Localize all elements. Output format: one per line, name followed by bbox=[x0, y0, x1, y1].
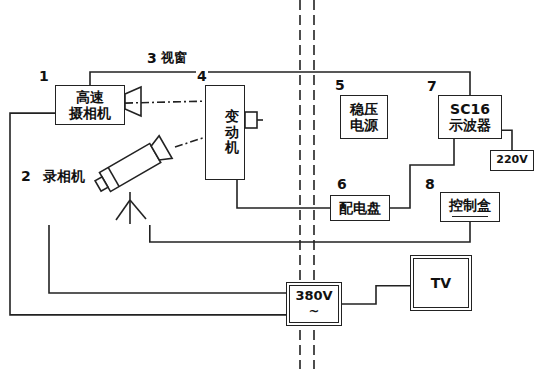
tv-box: TV bbox=[410, 255, 472, 311]
wire bbox=[342, 286, 410, 304]
node-text: 220V bbox=[496, 154, 527, 167]
node-text: TV bbox=[431, 275, 451, 291]
node-text: 高速 摄相机 bbox=[67, 89, 113, 121]
callout-number: 6 bbox=[336, 176, 348, 192]
camera-box: 高速 摄相机 bbox=[55, 85, 125, 125]
wire bbox=[90, 72, 470, 95]
power-supply-box: 稳压 电源 bbox=[340, 95, 388, 139]
wire bbox=[502, 130, 512, 150]
node-text: SC16 示波器 bbox=[447, 101, 493, 133]
mirror-drive-box: 变动机 bbox=[205, 85, 245, 180]
node-text: 变动机 bbox=[225, 109, 239, 155]
callout-number: 7 bbox=[426, 78, 438, 94]
wire bbox=[175, 137, 205, 147]
node-text: 录相机 bbox=[43, 168, 85, 184]
mains-box: 220V bbox=[490, 150, 534, 171]
wire bbox=[49, 225, 286, 293]
node-text: 380V ~ bbox=[295, 289, 334, 319]
wire bbox=[150, 222, 470, 242]
control-box: 控制盒 bbox=[440, 192, 500, 222]
callout-number: 2 bbox=[20, 168, 32, 184]
wire bbox=[237, 180, 330, 208]
node-text: 配电盘 bbox=[339, 200, 381, 216]
video-camera bbox=[92, 136, 173, 198]
tripod bbox=[116, 192, 146, 224]
wire bbox=[125, 101, 205, 103]
callout-number: 4 bbox=[196, 68, 208, 84]
oscilloscope-box: SC16 示波器 bbox=[438, 95, 502, 139]
part-label: 视窗 bbox=[160, 50, 188, 65]
motor bbox=[245, 112, 257, 128]
node-text: 稳压 电源 bbox=[347, 101, 381, 133]
mains-380-box: 380V ~ bbox=[286, 282, 342, 326]
node-text: 控制盒 bbox=[449, 197, 491, 213]
video-camera-node: 录相机 bbox=[35, 130, 175, 225]
callout-number: 1 bbox=[38, 68, 50, 84]
callout-number: 5 bbox=[334, 77, 346, 93]
camera-lens bbox=[125, 87, 141, 116]
distribution-box: 配电盘 bbox=[330, 195, 390, 221]
callout-number: 8 bbox=[424, 176, 436, 192]
motor-shaft bbox=[257, 119, 263, 121]
underline-bar bbox=[452, 216, 488, 217]
callout-number: 3 bbox=[146, 50, 158, 66]
